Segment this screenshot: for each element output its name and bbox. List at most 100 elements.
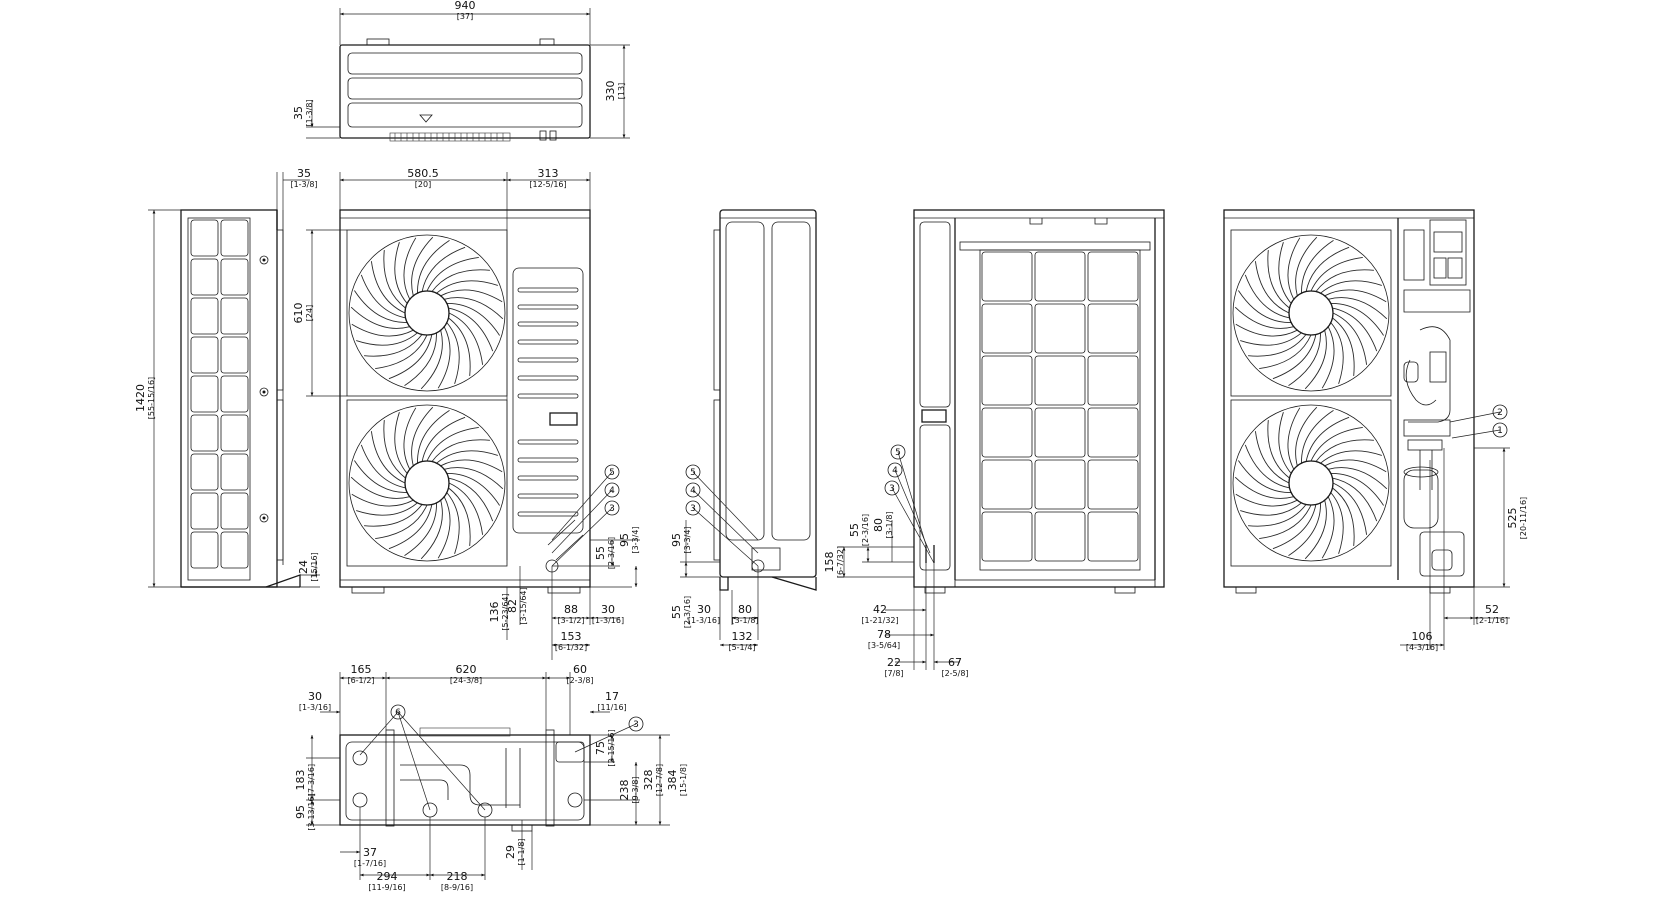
dimension-imperial: [1-1/8] [517,838,526,865]
dimension-label: 35[1-3/8] [290,167,317,189]
dimension-label: 95[3-3/4] [618,526,640,553]
dimension-imperial: [24] [305,305,314,321]
dimension-value: 75 [594,741,607,755]
dimension-value: 30 [308,690,322,703]
callout-number: 3 [609,504,615,514]
dimension-label: 80[3-1/8] [872,511,894,538]
dimension-imperial: [9-3/8] [631,776,640,803]
dimension-imperial: [15/16] [310,552,319,581]
dimension-label: 328[12-7/8] [642,764,664,796]
fan-blades [1234,406,1388,560]
callout-circle [604,482,620,498]
dimension-imperial: [3-3/4] [683,526,692,553]
dimension-value: 42 [873,603,887,616]
dimension-label: 313[12-5/16] [529,167,566,189]
dimension-value: 82 [506,599,519,613]
dimension-imperial: [3-5/64] [868,641,900,650]
dimension-label: 158[6-7/32] [823,546,845,578]
rear-view [838,209,1165,670]
callout-number: 4 [609,486,615,496]
dimension-imperial: [3-13/16] [307,793,316,830]
dimension-value: 35 [292,106,305,120]
dimension-imperial: [55-15/16] [147,377,156,419]
dimension-value: 132 [732,630,753,643]
dimension-value: 88 [564,603,578,616]
dimension-label: 132[5-1/4] [728,630,755,652]
fan-blades [350,236,504,390]
dimension-label: 78[3-5/64] [868,628,900,650]
dimension-imperial: [2-3/16] [861,514,870,546]
dimension-label: 52[2-1/16] [1476,603,1508,625]
dimension-label: 1420[55-15/16] [134,377,156,419]
right-side-view [680,209,817,647]
dimension-imperial: [6-1/32] [555,643,587,652]
dimension-value: 29 [504,845,517,859]
dimension-imperial: [37] [457,12,473,21]
fan-blades [1234,236,1388,390]
dimension-value: 80 [738,603,752,616]
dimension-imperial: [2-15/16] [607,729,616,766]
rear-coil-grid [979,249,1141,571]
callout-circle [884,480,900,496]
callout-leader [551,471,613,541]
callout-circle [1492,404,1508,420]
dimension-value: 30 [601,603,615,616]
dimension-imperial: [24-3/8] [450,676,482,685]
dimension-imperial: [6-7/32] [836,546,845,578]
callout-number: 5 [895,448,901,458]
dimension-label: 95[3-13/16] [294,793,316,830]
dimension-label: 620[24-3/8] [450,663,482,685]
dimension-label: 60[2-3/8] [566,663,593,685]
dimension-label: 55[2-3/16] [670,596,692,628]
dimension-imperial: [3-1/8] [885,511,894,538]
left-side-view [148,172,320,588]
dimension-imperial: [11/16] [597,703,626,712]
side-grille-cells [190,219,249,569]
front-view [306,172,640,660]
callout-number: 2 [1497,408,1503,418]
dimension-value: 37 [363,846,377,859]
dimension-value: 22 [887,656,901,669]
callout-leader [397,711,431,811]
top-view [306,8,630,142]
dimension-value: 55 [670,605,683,619]
dimension-label: 136[5-23/64] [488,593,510,630]
callout-number: 5 [690,468,696,478]
piping-assembly [1403,326,1451,490]
dimension-value: 24 [297,560,310,574]
dimension-label: 80[3-1/8] [731,603,758,625]
panel-louvres [517,287,579,517]
dimension-imperial: [3-1/2] [557,616,584,625]
dimension-imperial: [8-9/16] [441,883,473,892]
callout-circle [604,500,620,516]
dimension-label: 35[1-3/8] [292,99,314,126]
dimension-value: 52 [1485,603,1499,616]
callout-circle [887,462,903,478]
dimension-label: 29[1-1/8] [504,838,526,865]
dimension-label: 330[13] [604,81,626,102]
dimension-label: 37[1-7/16] [354,846,386,868]
callout-circle [390,704,406,720]
dimension-imperial: [5-1/4] [728,643,755,652]
dimension-label: 24[15/16] [297,552,319,581]
dimension-label: 55[2-3/16] [594,537,616,569]
dimension-label: 294[11-9/16] [368,870,405,892]
dimension-value: 35 [297,167,311,180]
callout-leader [551,507,613,567]
dimension-imperial: [2-5/8] [941,669,968,678]
dimension-value: 55 [848,523,861,537]
callout-leader [692,489,759,554]
dimension-label: 525[20-11/16] [1506,497,1528,539]
service-panel [512,267,584,534]
dimension-imperial: [4-3/16] [1406,643,1438,652]
dimension-value: 384 [666,770,679,791]
upper-fan-guard [346,229,508,397]
dimension-label: 55[2-3/16] [848,514,870,546]
side-grille [187,217,251,581]
dimension-imperial: [2-3/8] [566,676,593,685]
dimension-value: 55 [594,546,607,560]
dimension-value: 940 [455,0,476,12]
callout-circle [604,464,620,480]
dimension-value: 158 [823,552,836,573]
